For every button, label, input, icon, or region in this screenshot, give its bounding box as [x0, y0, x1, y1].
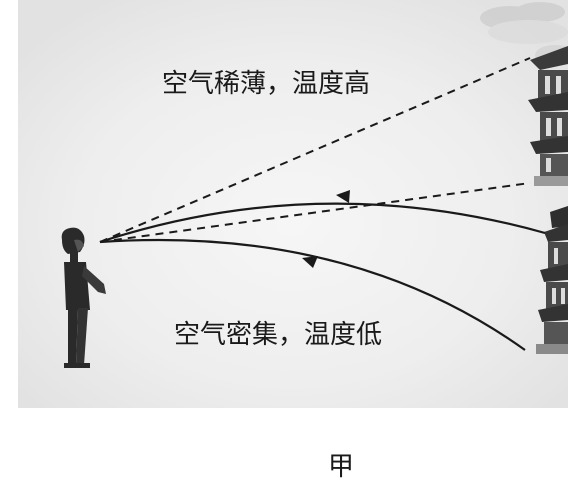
pagoda-icon [536, 206, 568, 354]
lower-air-label: 空气密集，温度低 [174, 320, 382, 350]
upper-air-label: 空气稀薄，温度高 [162, 69, 370, 99]
sight-line-upper [99, 57, 531, 243]
sight-line-lower [99, 182, 531, 243]
light-ray-lower [99, 238, 526, 351]
light-ray-upper [99, 202, 546, 244]
pagoda-mirage-icon [528, 46, 568, 186]
arrow-icon [302, 256, 318, 268]
arrow-icon [336, 190, 350, 203]
cloud-icon [480, 2, 568, 65]
figure-caption: 甲 [328, 452, 354, 482]
person-icon [61, 227, 106, 368]
